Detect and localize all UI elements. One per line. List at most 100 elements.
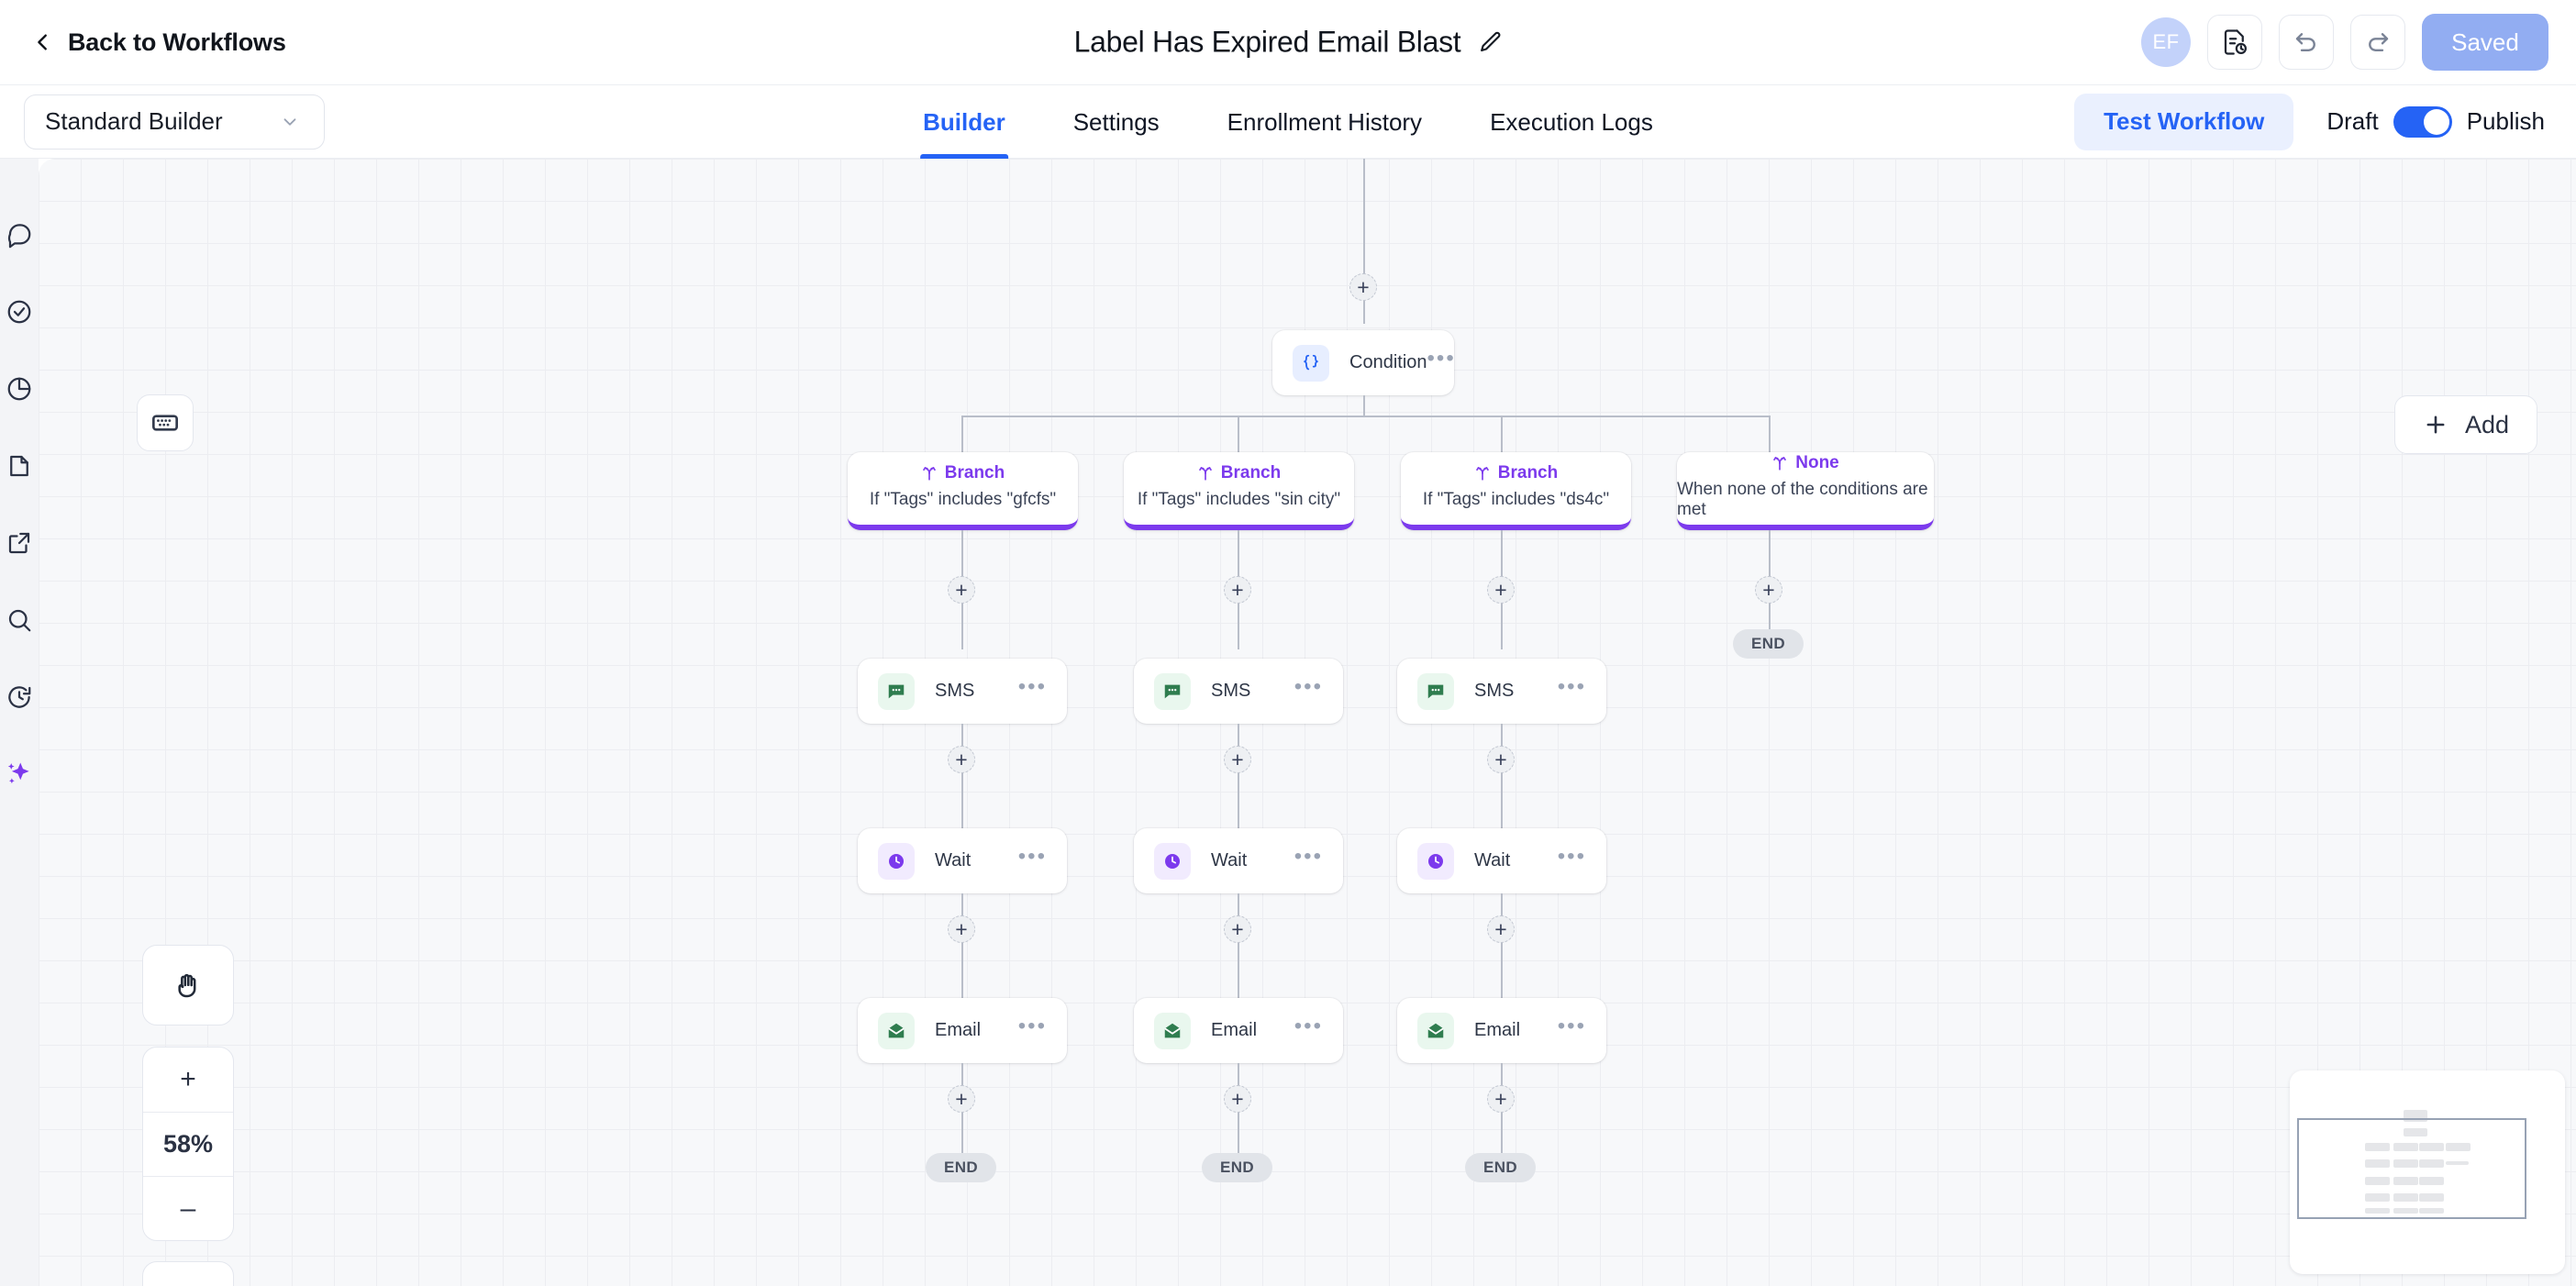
pan-tool-button[interactable] [142,945,234,1025]
pie-chart-icon[interactable] [6,375,33,403]
add-step-button[interactable]: + [1224,746,1251,773]
add-step-button[interactable]: + [1349,273,1377,301]
add-step-button[interactable]: + [948,576,975,604]
redo-button[interactable] [2350,15,2405,70]
branch-title: Branch [1497,463,1559,482]
undo-button[interactable] [2279,15,2334,70]
node-menu-button[interactable]: ••• [1294,673,1323,699]
add-step-button[interactable]: + [1487,576,1515,604]
node-condition[interactable]: Condition ••• [1272,330,1454,395]
minimap-node [2393,1208,2418,1214]
document-history-icon [2224,29,2247,55]
node-label: SMS [1474,681,1515,701]
workflow-canvas[interactable]: + Condition ••• [39,159,2576,1286]
test-workflow-button[interactable]: Test Workflow [2074,93,2294,150]
node-menu-button[interactable]: ••• [1017,1013,1047,1038]
branch-subtitle: If "Tags" includes "ds4c" [1422,490,1610,509]
search-icon[interactable] [6,606,33,634]
tab-settings[interactable]: Settings [1072,107,1160,136]
fit-to-screen-button[interactable] [142,1261,234,1286]
add-step-button[interactable]: + [1224,576,1251,604]
minimap[interactable] [2290,1070,2565,1274]
publish-toggle[interactable] [2393,105,2452,138]
node-label: Wait [1211,850,1248,870]
email-icon [1417,1012,1454,1049]
node-email-1[interactable]: Email ••• [858,998,1067,1063]
zoom-in-button[interactable]: + [180,1064,196,1094]
add-step-button[interactable]: + [1224,1085,1251,1113]
braces-icon [1293,344,1329,382]
node-branch-3[interactable]: Branch If "Tags" includes "ds4c" [1401,452,1631,530]
add-step-button[interactable]: + [948,746,975,773]
node-menu-button[interactable]: ••• [1017,673,1047,699]
builder-mode-value: Standard Builder [45,107,223,135]
node-email-2[interactable]: Email ••• [1134,998,1343,1063]
history-icon[interactable] [6,683,33,711]
chat-icon[interactable] [6,221,33,249]
zoom-controls: + 58% – [142,1047,234,1241]
connector-line [1238,416,1239,452]
node-email-3[interactable]: Email ••• [1397,998,1606,1063]
avatar-initials: EF [2152,30,2180,53]
node-sms-2[interactable]: SMS ••• [1134,659,1343,724]
check-circle-icon[interactable] [6,298,33,326]
external-link-icon[interactable] [6,529,33,557]
node-sms-1[interactable]: SMS ••• [858,659,1067,724]
workflow-title-group: Label Has Expired Email Blast [1074,26,1503,60]
version-history-button[interactable] [2207,15,2262,70]
branch-subtitle: If "Tags" includes "sin city" [1137,490,1341,509]
keyboard-shortcuts-button[interactable] [137,394,194,451]
node-menu-button[interactable]: ••• [1557,843,1586,869]
tab-builder[interactable]: Builder [889,85,1039,159]
tab-execution-logs[interactable]: Execution Logs [1490,107,1653,136]
add-step-button[interactable]: + [1487,1085,1515,1113]
node-menu-button[interactable]: ••• [1427,345,1456,371]
node-sms-3[interactable]: SMS ••• [1397,659,1606,724]
node-menu-button[interactable]: ••• [1557,1013,1586,1038]
connector-line [961,1063,963,1173]
back-to-workflows-button[interactable]: Back to Workflows [33,28,286,57]
publish-label: Publish [2466,107,2545,135]
add-step-button[interactable]: + [1224,915,1251,943]
tab-enrollment-history[interactable]: Enrollment History [1227,107,1423,136]
hand-icon [178,974,196,998]
back-to-workflows-label: Back to Workflows [68,28,286,56]
node-branch-none[interactable]: None When none of the conditions are met [1677,452,1934,530]
add-step-button[interactable]: + [1487,746,1515,773]
node-menu-button[interactable]: ••• [1294,843,1323,869]
add-step-button[interactable]: + [948,915,975,943]
chevron-left-icon [38,34,47,50]
node-label: SMS [935,681,975,701]
add-step-button[interactable]: + [948,1085,975,1113]
minimap-viewport[interactable] [2297,1118,2526,1219]
end-badge: END [926,1153,997,1182]
add-node-button[interactable]: Add [2393,395,2537,454]
node-wait-3[interactable]: Wait ••• [1397,828,1606,893]
connector-line [961,416,963,452]
node-menu-button[interactable]: ••• [1294,1013,1323,1038]
pencil-icon[interactable] [1477,30,1502,55]
clock-icon [1154,842,1191,880]
node-menu-button[interactable]: ••• [1017,843,1047,869]
file-icon[interactable] [6,452,33,480]
flow-graph: + Condition ••• [39,159,2576,1286]
minimap-node [2365,1208,2390,1214]
node-branch-1[interactable]: Branch If "Tags" includes "gfcfs" [848,452,1078,530]
avatar[interactable]: EF [2141,17,2191,67]
add-step-button[interactable]: + [1487,915,1515,943]
publish-toggle-group: Draft Publish [2326,105,2545,138]
node-label: Condition [1349,352,1427,372]
builder-mode-select[interactable]: Standard Builder [24,94,325,150]
sparkle-icon[interactable] [6,760,33,788]
add-step-button[interactable]: + [1755,576,1782,604]
clock-icon [1417,842,1454,880]
save-button[interactable]: Saved [2422,14,2548,71]
minimap-node [2419,1159,2444,1168]
left-rail [0,159,39,1286]
zoom-out-button[interactable]: – [143,1176,233,1240]
node-wait-2[interactable]: Wait ••• [1134,828,1343,893]
node-wait-1[interactable]: Wait ••• [858,828,1067,893]
connector-line [1501,724,1503,843]
node-branch-2[interactable]: Branch If "Tags" includes "sin city" [1124,452,1354,530]
node-menu-button[interactable]: ••• [1557,673,1586,699]
